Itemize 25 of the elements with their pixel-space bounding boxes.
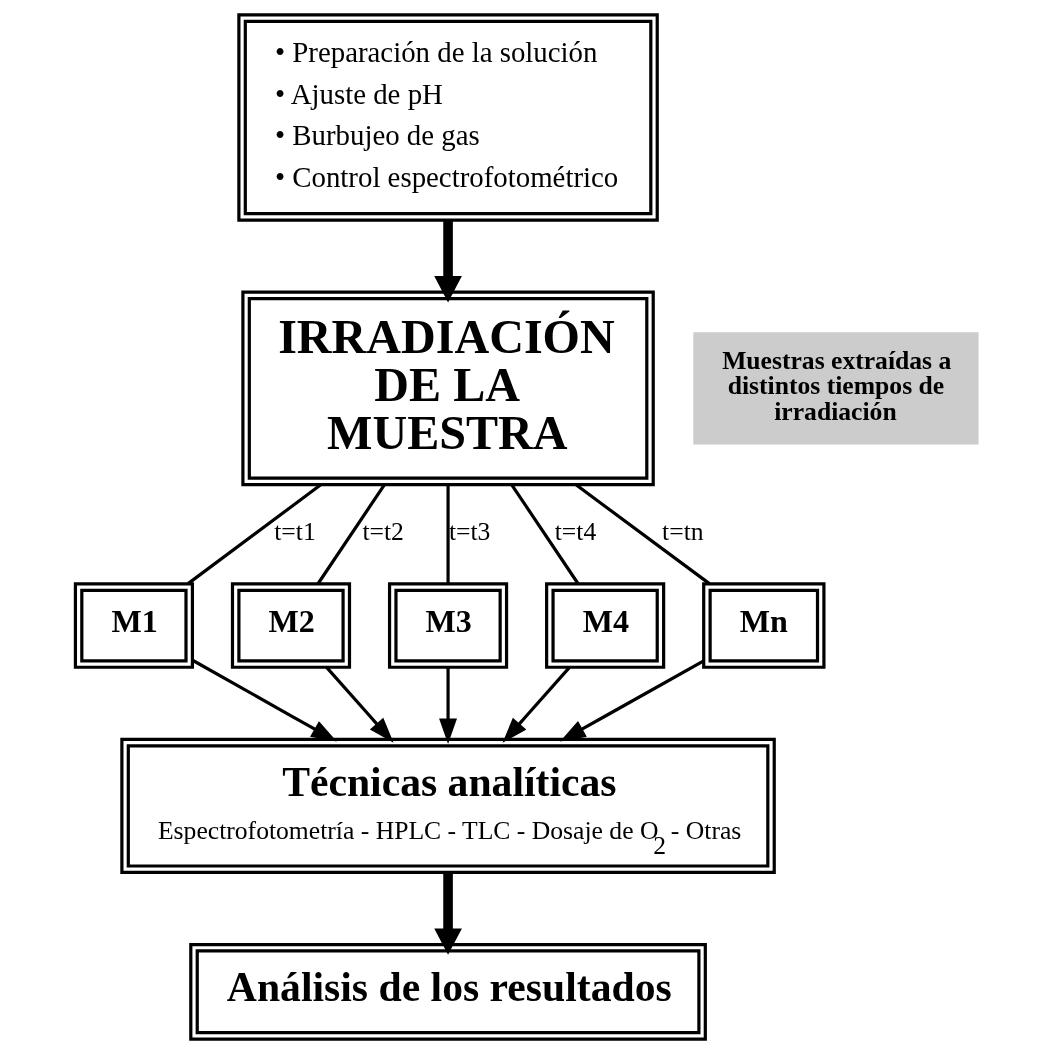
node-box: M2	[230, 582, 352, 669]
node-box: • Preparación de la solución • Ajuste de pH • Burbujeo de gas • Control espectrofotométrico	[237, 13, 659, 222]
connector	[575, 483, 711, 585]
edge-label: t=t2	[362, 517, 404, 547]
connector	[510, 484, 580, 585]
edge-label: t=t4	[554, 517, 597, 547]
arrow	[439, 667, 458, 745]
node-box: M1	[73, 582, 195, 669]
connector	[446, 485, 450, 584]
arrow	[325, 666, 394, 743]
arrow	[434, 872, 462, 955]
node-box: M3	[387, 582, 509, 669]
connector	[316, 484, 386, 585]
edge-label: t=t1	[274, 517, 316, 547]
arrow	[434, 220, 462, 303]
node-box: M4	[545, 582, 666, 669]
node-box: Análisis de los resultados	[189, 942, 707, 1041]
arrow	[560, 659, 705, 742]
node-box: Muestras extraídas a distintos tiempos de irradiación	[693, 332, 979, 445]
connector	[187, 483, 322, 585]
node-box: IRRADIACIÓN DE LA MUESTRA	[241, 290, 655, 487]
arrow	[502, 666, 571, 743]
arrow	[192, 659, 337, 742]
edge-label: t=tn	[662, 517, 704, 547]
node-box: Mn	[702, 582, 826, 669]
